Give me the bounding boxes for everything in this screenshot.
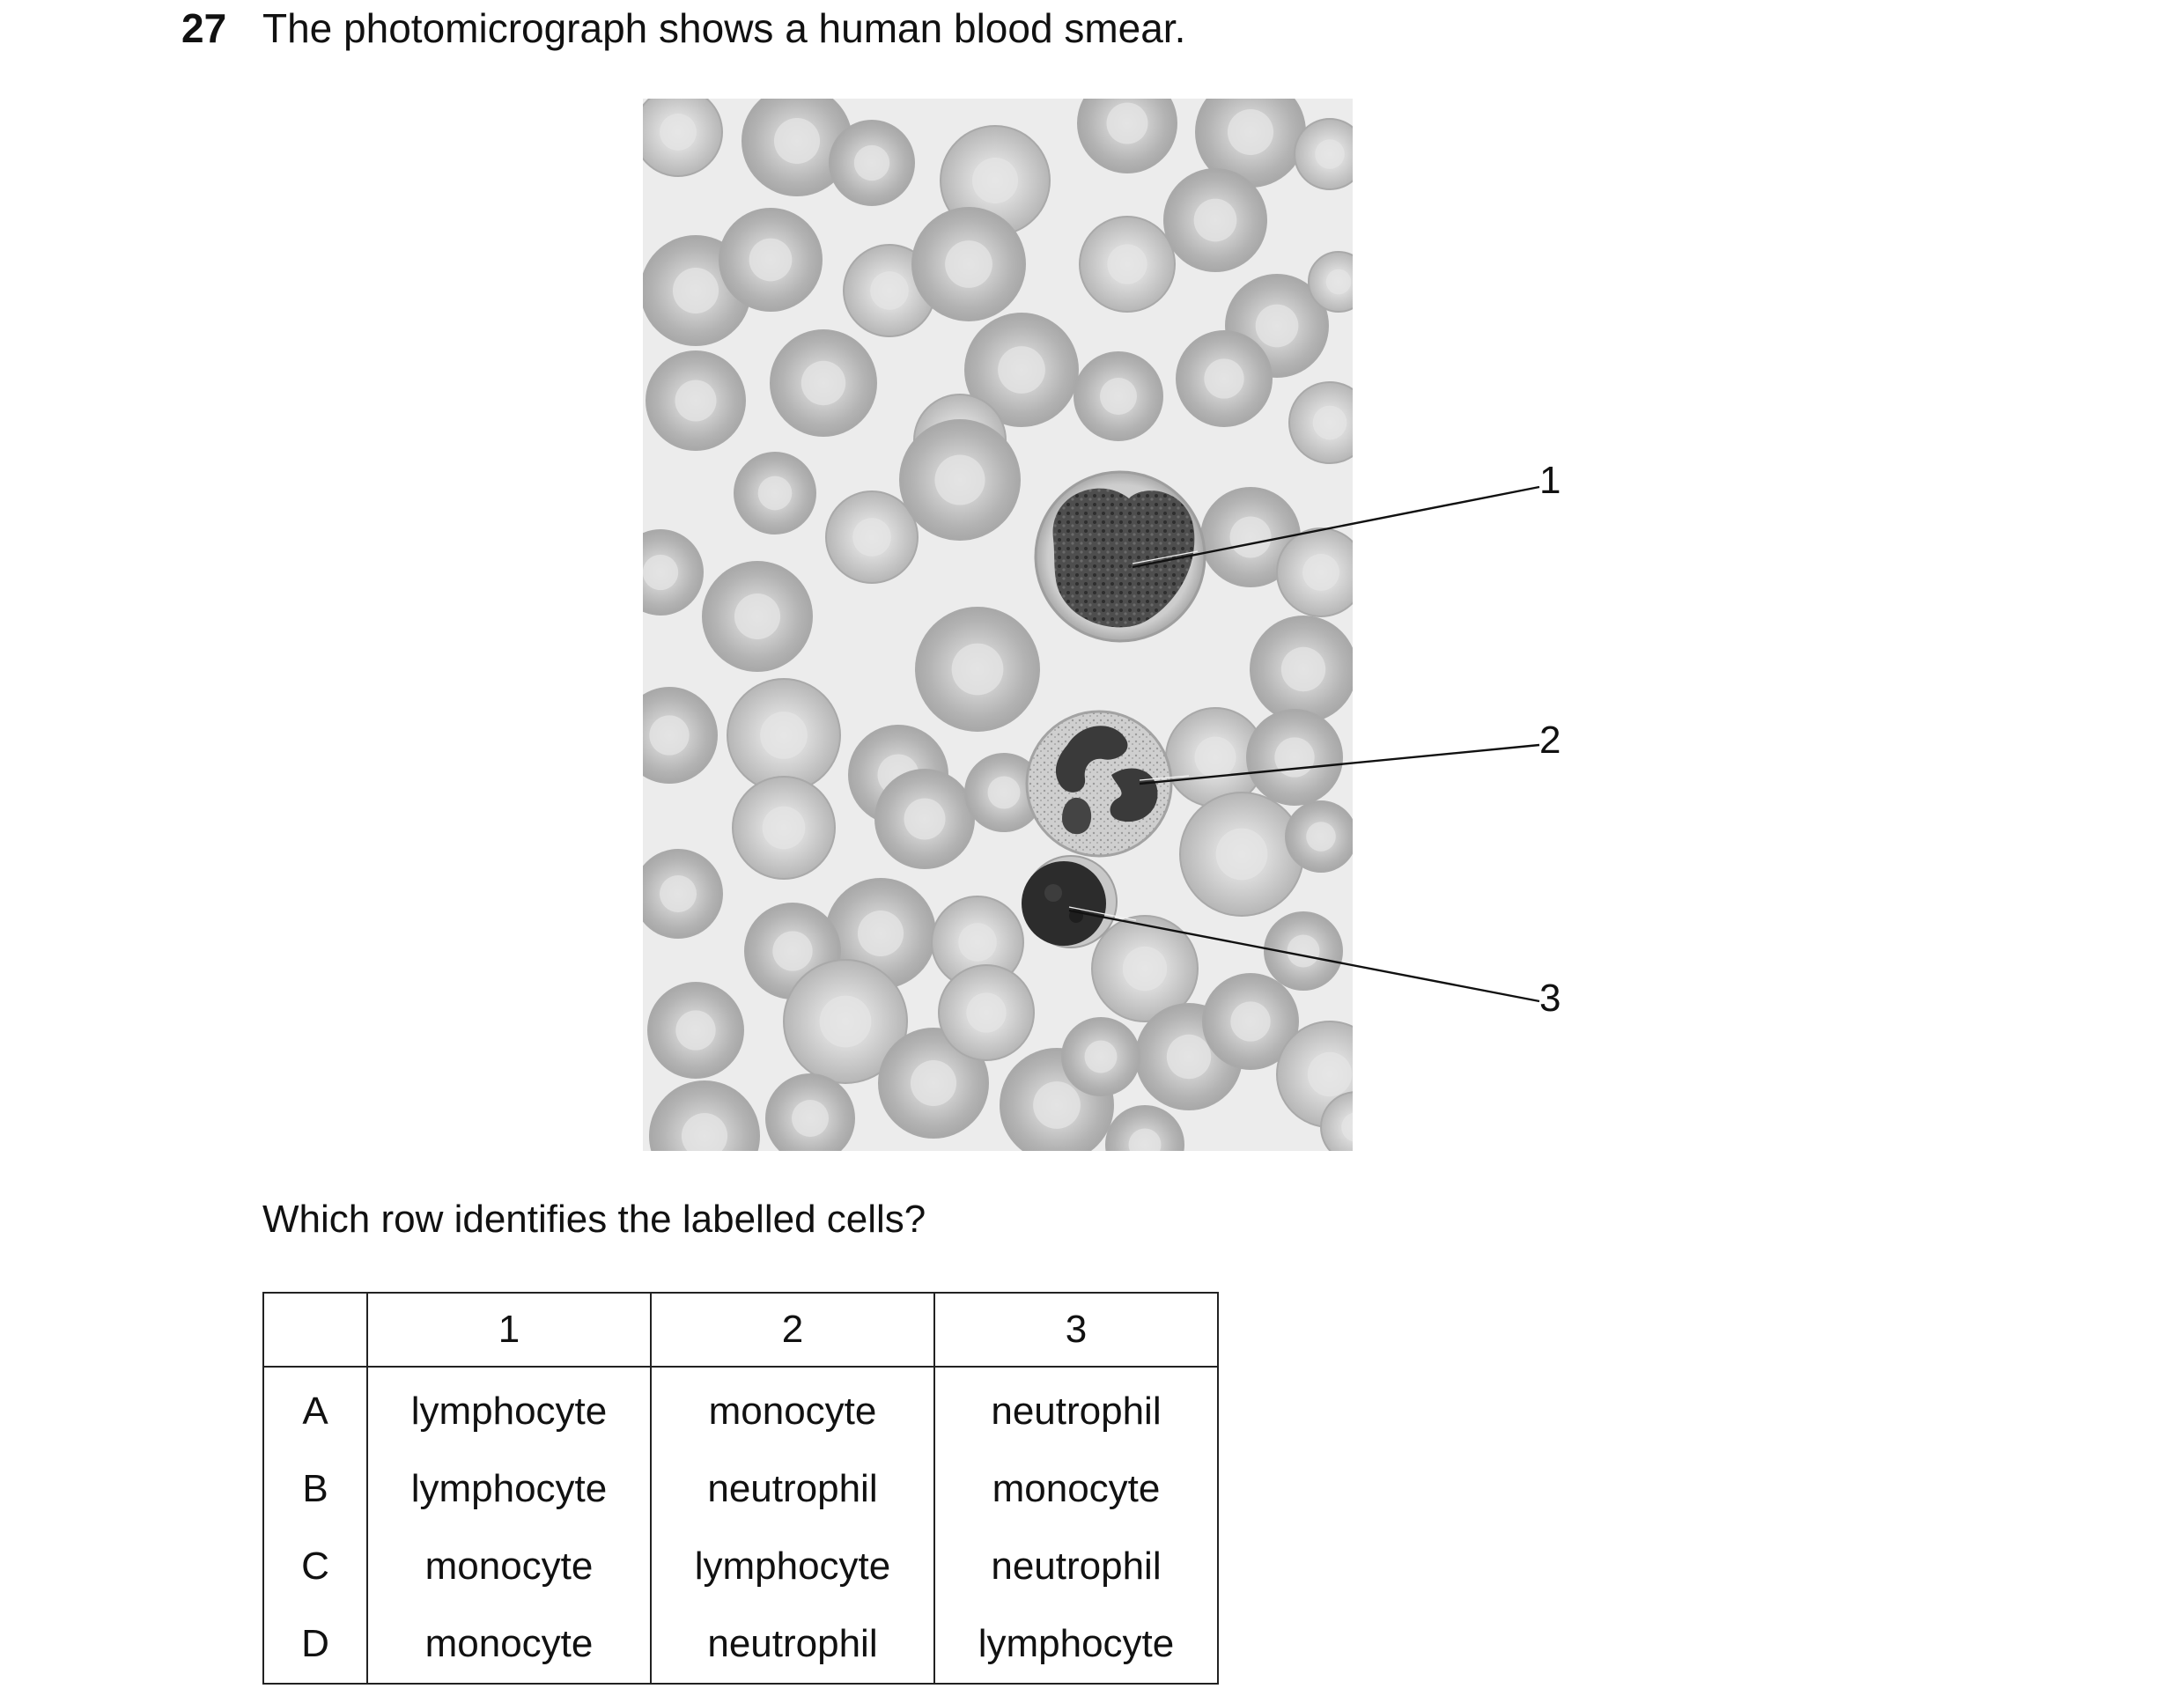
label-lines — [1068, 485, 1540, 1003]
table-cell: lymphocyte — [933, 1605, 1219, 1685]
blood-smear-figure: 1 2 3 — [643, 99, 1561, 1151]
option-key: A — [262, 1367, 368, 1450]
red-blood-cell — [1179, 792, 1304, 917]
wbc-cell-3 — [1022, 855, 1118, 948]
red-blood-cell — [874, 769, 975, 869]
wbc-cell-2 — [1025, 710, 1173, 858]
red-blood-cell — [1091, 915, 1199, 1022]
table-row[interactable]: D monocyte neutrophil lymphocyte — [262, 1605, 1219, 1685]
label-line-3 — [1068, 909, 1540, 1003]
red-blood-cell — [719, 208, 823, 312]
red-blood-cell — [732, 776, 836, 880]
red-blood-cell — [1288, 381, 1353, 464]
red-blood-cell — [1264, 911, 1343, 991]
red-blood-cell — [1074, 351, 1163, 441]
red-blood-cell — [825, 490, 919, 584]
table-cell: lymphocyte — [650, 1528, 935, 1605]
red-blood-cell — [915, 607, 1040, 732]
red-blood-cell — [770, 329, 877, 437]
red-blood-cell — [765, 1073, 855, 1151]
option-key: D — [262, 1605, 368, 1685]
question-stem: The photomicrograph shows a human blood … — [262, 5, 1186, 51]
table-cell: monocyte — [366, 1605, 652, 1685]
red-blood-cell — [829, 120, 915, 206]
figure-label-2: 2 — [1539, 719, 1561, 762]
red-blood-cell — [964, 313, 1079, 427]
red-blood-cell — [964, 753, 1044, 832]
red-blood-cell — [1202, 973, 1299, 1070]
red-blood-cell — [1105, 1105, 1184, 1151]
red-blood-cell — [643, 849, 723, 939]
table-header-cell: 1 — [366, 1292, 652, 1368]
red-blood-cell — [646, 350, 746, 451]
label-line-2 — [1139, 743, 1540, 785]
table-cell: neutrophil — [650, 1605, 935, 1685]
figure-label-1: 1 — [1539, 459, 1561, 502]
red-blood-cell — [1077, 99, 1177, 173]
table-header-row: 1 2 3 — [262, 1292, 1219, 1368]
figure-label-3: 3 — [1539, 977, 1561, 1020]
label-line-1 — [1132, 485, 1540, 569]
red-blood-cell — [899, 419, 1021, 541]
red-blood-cell — [643, 687, 718, 784]
question-prompt: Which row identifies the labelled cells? — [262, 1198, 926, 1241]
table-cell: monocyte — [366, 1528, 652, 1605]
red-blood-cell — [742, 99, 852, 196]
option-key: C — [262, 1528, 368, 1605]
red-blood-cell — [911, 207, 1026, 321]
red-blood-cell — [1276, 527, 1353, 617]
red-blood-cell — [1250, 616, 1353, 723]
table-header-cell: 3 — [933, 1292, 1219, 1368]
red-blood-cell — [643, 99, 723, 177]
red-blood-cell — [1061, 1017, 1140, 1096]
red-blood-cell — [938, 964, 1035, 1061]
question-number: 27 — [181, 5, 227, 51]
red-blood-cell — [1079, 216, 1176, 313]
table-header-cell: 2 — [650, 1292, 935, 1368]
white-blood-cells — [1022, 470, 1206, 948]
red-blood-cell — [1163, 168, 1267, 272]
table-cell: lymphocyte — [366, 1367, 652, 1450]
table-row[interactable]: B lymphocyte neutrophil monocyte — [262, 1450, 1219, 1528]
table-row[interactable]: C monocyte lymphocyte neutrophil — [262, 1528, 1219, 1605]
table-row[interactable]: A lymphocyte monocyte neutrophil — [262, 1367, 1219, 1450]
table-header-cell — [262, 1292, 368, 1368]
red-blood-cell — [734, 452, 816, 535]
wbc-cell-1 — [1034, 470, 1206, 643]
table-cell: neutrophil — [933, 1367, 1219, 1450]
red-blood-cell — [702, 561, 813, 672]
red-blood-cell — [649, 1080, 760, 1151]
red-blood-cell — [1285, 800, 1353, 873]
red-blood-cell — [727, 678, 841, 793]
red-blood-cells — [643, 99, 1353, 1151]
red-blood-cell — [1320, 1091, 1353, 1151]
option-key: B — [262, 1450, 368, 1528]
figure-canvas: 1 2 3 — [643, 99, 1561, 1151]
red-blood-cell — [1176, 330, 1273, 427]
table-cell: neutrophil — [933, 1528, 1219, 1605]
label-lines-light — [1068, 550, 1199, 921]
red-blood-cell — [643, 529, 704, 616]
table-cell: monocyte — [933, 1450, 1219, 1528]
table-cell: neutrophil — [650, 1450, 935, 1528]
red-blood-cell — [1308, 251, 1353, 313]
answer-table: 1 2 3 A lymphocyte monocyte neutrophil B… — [262, 1292, 1219, 1685]
red-blood-cell — [1294, 118, 1353, 190]
red-blood-cell — [783, 959, 908, 1084]
table-cell: lymphocyte — [366, 1450, 652, 1528]
red-blood-cell — [878, 1028, 989, 1139]
red-blood-cell — [931, 896, 1024, 989]
photomicrograph — [643, 99, 1353, 1151]
table-cell: monocyte — [650, 1367, 935, 1450]
red-blood-cell — [647, 982, 744, 1079]
red-blood-cell — [1246, 709, 1343, 806]
